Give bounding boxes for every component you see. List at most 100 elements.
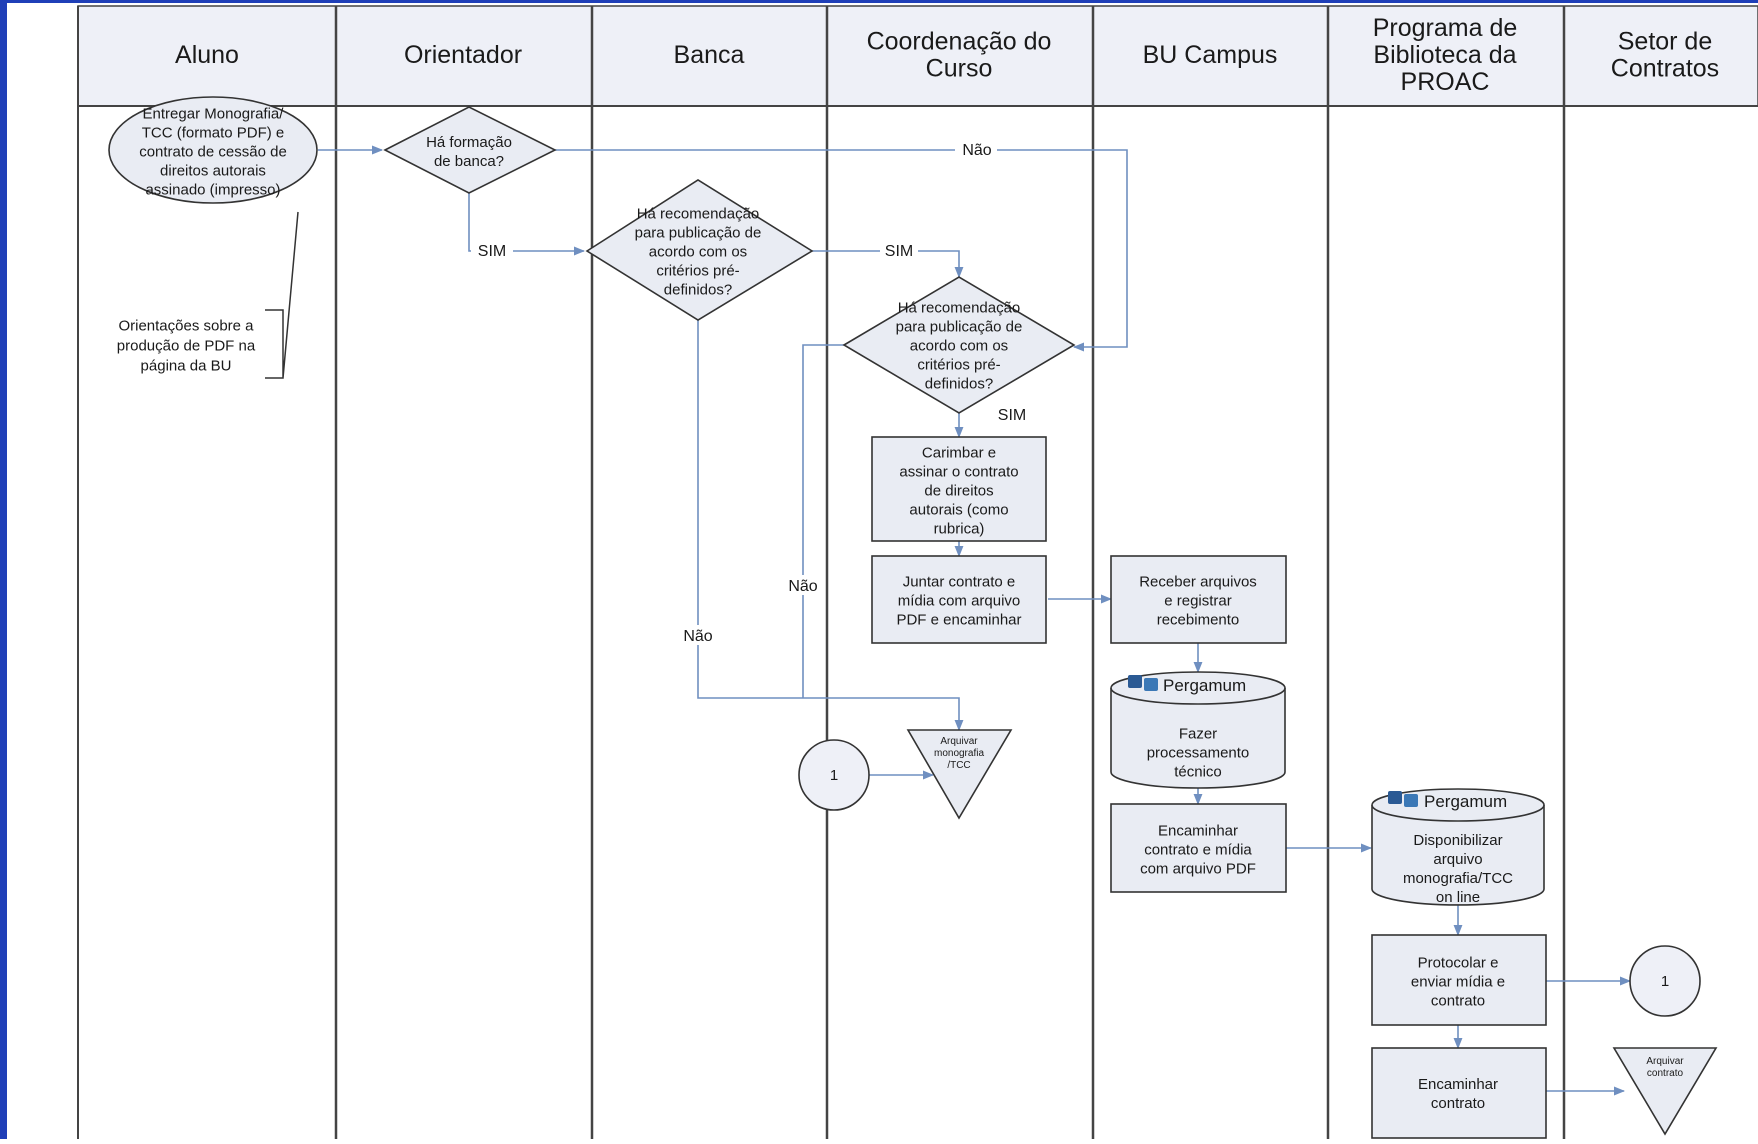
pergamum-logo-text: Pergamum — [1163, 676, 1246, 695]
flow-label-nao-coord: Não — [788, 578, 817, 595]
text-line: Coordenação do — [867, 27, 1052, 55]
text-ha-banca: Há formação de banca? — [426, 134, 512, 170]
text-line: acordo com os — [649, 243, 747, 260]
decision-coord-recomendacao — [842, 276, 1076, 414]
text-line: Programa de — [1373, 14, 1518, 42]
pergamum-logo-icon — [1128, 675, 1142, 688]
flow-nao-banca-to-arquivar — [697, 320, 964, 732]
text-line: definidos? — [664, 281, 732, 298]
text-line: Encaminhar — [1158, 822, 1238, 839]
pergamum-logo-fazer: Pergamum — [1128, 675, 1246, 695]
connector-label-left: 1 — [830, 767, 838, 784]
shape-texts: Entregar Monografia/TCC (formato PDF) e c… — [117, 105, 1684, 1112]
text-line: Juntar contrato e — [903, 573, 1016, 590]
text-carimbar: Carimbar e assinar o contrato de direitos a… — [899, 444, 1018, 537]
decision-banca-recomendacao — [585, 179, 814, 321]
flow-label-sim-coord: SIM — [998, 407, 1026, 424]
storage-arquivar-tcc — [906, 729, 1013, 820]
connector-label-right: 1 — [1661, 973, 1669, 990]
database-disponibilizar — [1371, 788, 1545, 906]
text-line: monografia/TCC — [1403, 870, 1513, 887]
text-line: contrato — [1647, 1068, 1684, 1079]
lane-title-banca: Banca — [674, 41, 745, 69]
text-line: /TCC — [947, 760, 970, 771]
text-line: Fazer — [1179, 725, 1217, 742]
text-line: Carimbar e — [922, 444, 996, 461]
text-line: produção de PDF na — [117, 338, 256, 355]
flow-label-sim-banca: SIM — [885, 243, 913, 260]
process-carimbar — [871, 436, 1047, 542]
text-line: Há formação — [426, 134, 512, 151]
text-line: TCC (formato PDF) e — [142, 124, 285, 141]
text-line: recebimento — [1157, 611, 1240, 628]
connector-circle-right — [1629, 945, 1701, 1017]
flow-label-bg — [471, 240, 513, 260]
text-line: Banca — [674, 41, 745, 69]
database-body — [1110, 688, 1286, 789]
flow-sim-to-banca-decision — [468, 193, 586, 256]
flow-nao-to-coord-decision — [555, 149, 1128, 352]
database-body — [1371, 805, 1545, 906]
text-line: rubrica) — [934, 520, 985, 537]
left-frame-border — [0, 0, 7, 1139]
lane-header-band — [77, 5, 1758, 107]
text-line: definidos? — [925, 375, 993, 392]
flow-sim-to-coord-decision — [812, 250, 964, 279]
text-line: de banca? — [434, 153, 504, 170]
text-line: Entregar Monografia/ — [143, 105, 285, 122]
pergamum-logo-icon — [1388, 791, 1402, 804]
pergamum-logo-icon — [1144, 678, 1158, 691]
text-line: contrato e mídia — [1144, 841, 1252, 858]
text-line: Disponibilizar — [1413, 832, 1502, 849]
text-line: enviar mídia e — [1411, 973, 1505, 990]
text-line: Arquivar — [940, 736, 978, 747]
lane-title-orientador: Orientador — [404, 41, 522, 69]
flow-label-sim-orientador: SIM — [478, 243, 506, 260]
text-line: arquivo — [1433, 851, 1482, 868]
text-line: Há recomendação — [898, 299, 1021, 316]
text-line: monografia — [934, 748, 984, 759]
text-line: Orientador — [404, 41, 522, 69]
text-line: acordo com os — [910, 337, 1008, 354]
text-line: assinar o contrato — [899, 463, 1018, 480]
text-line: contrato — [1431, 992, 1485, 1009]
process-encaminhar-bu — [1110, 803, 1287, 893]
text-line: BU Campus — [1143, 41, 1278, 69]
connector-circle-left — [798, 739, 870, 811]
text-line: processamento — [1147, 744, 1250, 761]
shapes — [108, 96, 1718, 1139]
flow-label-bg — [955, 139, 997, 159]
flow-label-nao-banca: Não — [683, 628, 712, 645]
text-line: Contratos — [1611, 54, 1719, 82]
flow-label-nao-top: Não — [962, 142, 991, 159]
flow-label-bg — [677, 625, 719, 645]
text-line: mídia com arquivo — [898, 592, 1021, 609]
lane-title-bu-campus: BU Campus — [1143, 41, 1278, 69]
text-line: Biblioteca da — [1373, 41, 1516, 69]
text-line: e registrar — [1164, 592, 1232, 609]
text-line: Aluno — [175, 41, 239, 69]
lane-dividers — [334, 6, 1566, 1139]
lane-title-aluno: Aluno — [175, 41, 239, 69]
pergamum-logo-disponibilizar: Pergamum — [1388, 791, 1507, 811]
storage-arquivar-contrato — [1612, 1047, 1718, 1136]
text-line: contrato de cessão de — [139, 143, 287, 160]
text-entregar: Entregar Monografia/TCC (formato PDF) e c… — [139, 105, 287, 198]
text-line: autorais (como — [909, 501, 1008, 518]
text-line: contrato — [1431, 1095, 1485, 1112]
annotation-bracket — [265, 211, 299, 379]
text-line: Curso — [926, 54, 993, 82]
text-line: de direitos — [924, 482, 993, 499]
